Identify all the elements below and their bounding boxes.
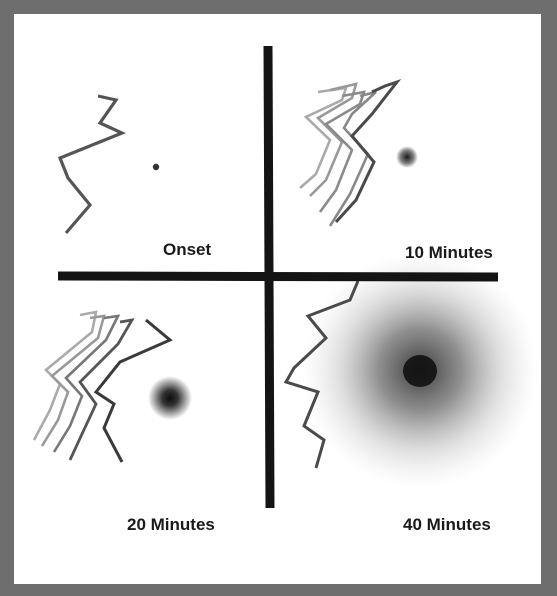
label-10-minutes: 10 Minutes xyxy=(405,243,493,263)
forty-min-spot-core xyxy=(403,355,437,387)
twenty-min-line-2 xyxy=(42,316,104,446)
onset-spot xyxy=(153,164,159,170)
twenty-min-spot xyxy=(148,376,192,420)
label-40-minutes: 40 Minutes xyxy=(403,515,491,535)
horizontal-divider xyxy=(58,276,498,277)
quadrant-onset xyxy=(60,96,159,233)
onset-zigzag-line xyxy=(60,96,122,233)
quadrant-20-minutes xyxy=(34,312,192,462)
label-onset: Onset xyxy=(163,240,211,260)
quadrant-40-minutes xyxy=(286,252,538,488)
quadrant-10-minutes xyxy=(300,82,418,226)
ten-min-line-2 xyxy=(310,84,356,196)
label-20-minutes: 20 Minutes xyxy=(127,515,215,535)
ten-min-spot xyxy=(396,146,418,168)
ten-min-line-4 xyxy=(330,92,376,226)
